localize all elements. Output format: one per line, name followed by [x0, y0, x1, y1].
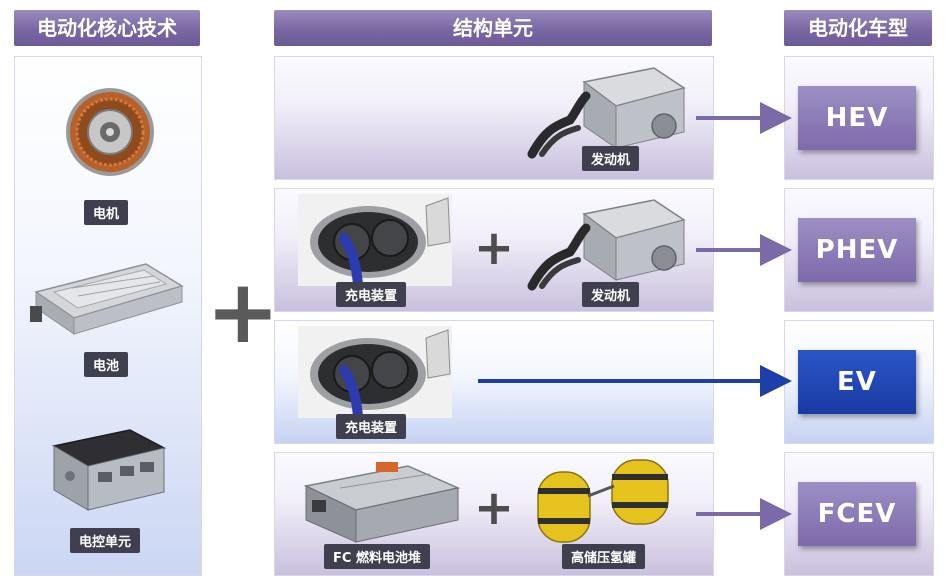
motor-image: [66, 88, 154, 176]
tag-hydrogen-tank: 高储压氢罐: [562, 544, 646, 569]
charging-port-image: [298, 326, 452, 418]
fuel-cell-stack-image: [303, 462, 461, 543]
tag-engine-phev: 发动机: [582, 282, 640, 307]
tag-controller: 电控单元: [70, 528, 141, 553]
big-plus-sign: +: [206, 260, 280, 363]
plus-sign-phev: +: [473, 220, 515, 276]
tag-engine-hev: 发动机: [582, 146, 640, 171]
vehicle-type-fcev: FCEV: [798, 482, 916, 546]
header-vehicle-type: 电动化车型: [784, 10, 932, 46]
engine-image: [527, 67, 686, 159]
tag-battery: 电池: [84, 352, 129, 377]
tag-fuel-cell-stack: FC 燃料电池堆: [324, 544, 430, 569]
vehicle-type-ev: EV: [798, 350, 916, 414]
charging-port-image: [298, 194, 452, 286]
controller-image: [51, 429, 167, 511]
tag-charger-phev: 充电装置: [336, 282, 407, 307]
tag-charger-ev: 充电装置: [336, 414, 407, 439]
plus-sign-fcev: +: [473, 480, 515, 536]
engine-image: [527, 199, 686, 291]
vehicle-type-hev: HEV: [798, 86, 916, 150]
tag-motor: 电机: [84, 200, 129, 225]
hydrogen-tank-image: [537, 459, 669, 543]
header-structure-unit: 结构单元: [274, 10, 712, 46]
header-core-tech: 电动化核心技术: [14, 10, 200, 46]
vehicle-type-phev: PHEV: [798, 218, 916, 282]
battery-image: [30, 263, 184, 335]
